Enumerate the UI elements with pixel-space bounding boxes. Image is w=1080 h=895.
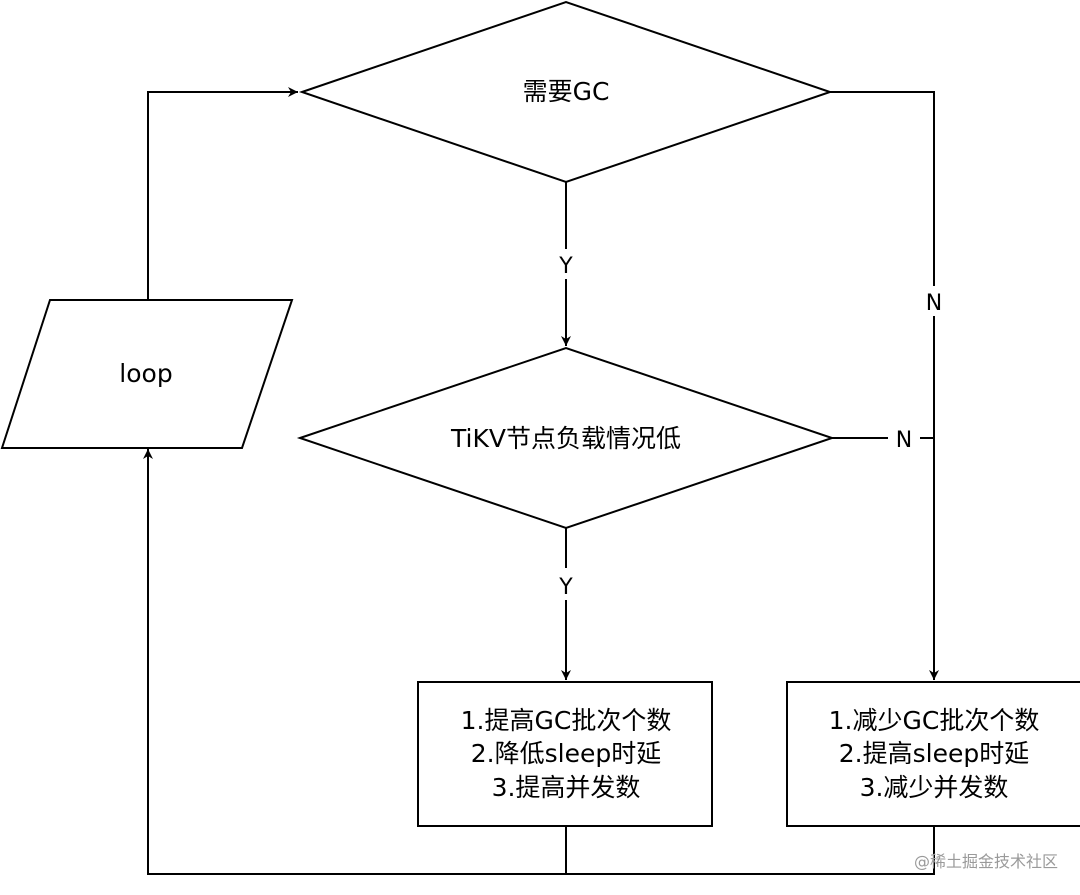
box-left-line-1: 1.提高GC批次个数 [461,706,672,735]
edge-boxes-to-loop [143,449,567,875]
tikv-load-label: TiKV节点负载情况低 [450,424,681,453]
edge-label-y2: Y [558,575,573,600]
io-loop [0,299,294,449]
watermark: @稀土掘金技术社区 [914,852,1058,871]
need-gc-label: 需要GC [523,77,610,106]
loop-label: loop [119,359,172,388]
box-left-line-3: 3.提高并发数 [492,773,641,802]
box-right-line-1: 1.减少GC批次个数 [829,706,1040,735]
edge-label-y1: Y [558,254,573,279]
process-box-right [786,681,1080,827]
box-right-line-3: 3.减少并发数 [860,773,1009,802]
edge-loop-to-needgc [147,87,298,300]
decision-tikv-load-low [296,346,836,530]
process-box-left [417,681,713,827]
edge-needgc-to-right-box [830,91,939,680]
edge-label-n1: N [926,291,942,316]
edge-right-box-bottom [566,826,935,875]
box-right-line-2: 2.提高sleep时延 [839,739,1029,768]
edge-label-n2: N [896,428,912,453]
box-left-line-2: 2.降低sleep时延 [471,739,661,768]
decision-need-gc [298,0,834,184]
